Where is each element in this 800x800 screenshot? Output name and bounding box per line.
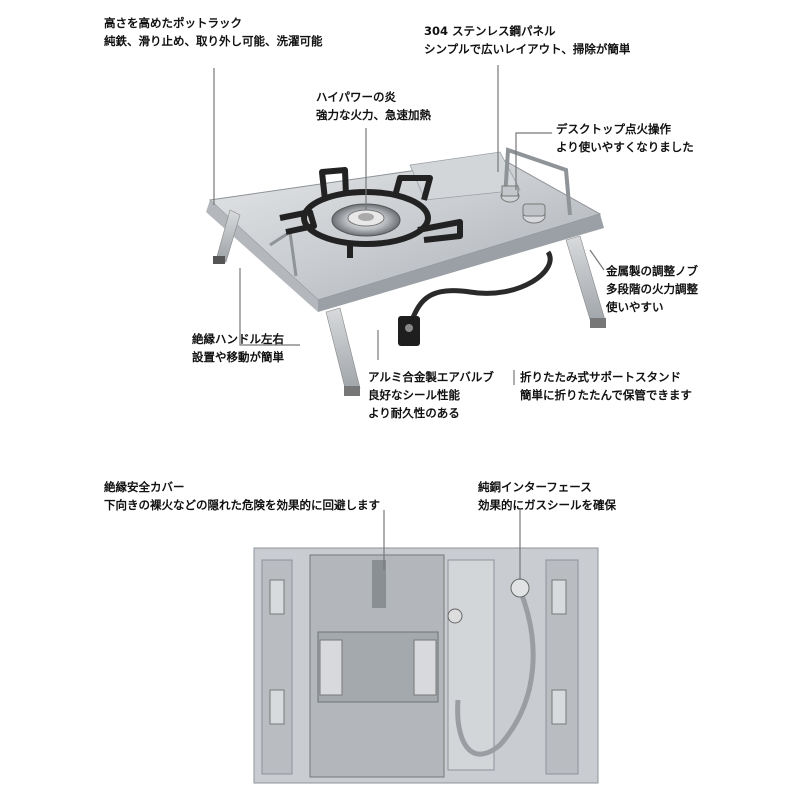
bottom-view — [253, 547, 599, 784]
stand-desc: 簡単に折りたたんで保管できます — [520, 388, 692, 402]
panel-desc: シンプルで広いレイアウト、掃除が簡単 — [424, 42, 631, 56]
pot-rack-callout: 高さを高めたポットラック 純鉄、滑り止め、取り外し可能、洗濯可能 — [104, 14, 323, 50]
valve-desc-2: より耐久性のある — [368, 406, 460, 420]
leader-lines — [213, 65, 605, 385]
panel-title: 304 ステンレス鋼パネル — [424, 24, 556, 38]
burner — [331, 203, 401, 237]
knob-title: 金属製の調整ノブ — [606, 264, 698, 278]
ignition-desc: より使いやすくなりました — [556, 140, 694, 154]
valve-title: アルミ合金製エアバルブ — [368, 370, 494, 384]
stand-callout: 折りたたみ式サポートスタンド 簡単に折りたたんで保管できます — [520, 368, 692, 404]
handle-callout: 絶縁ハンドル左右 設置や移動が簡単 — [192, 330, 284, 366]
interface-desc: 効果的にガスシールを確保 — [478, 498, 616, 512]
gas-hose — [398, 250, 553, 346]
valve-callout: アルミ合金製エアバルブ 良好なシール性能 より耐久性のある — [368, 368, 494, 422]
knob-desc-1: 多段階の火力調整 — [606, 282, 698, 296]
interface-callout: 純銅インターフェース 効果的にガスシールを確保 — [478, 478, 616, 514]
pot-rack-title: 高さを高めたポットラック — [104, 16, 242, 30]
cover-callout: 絶縁安全カバー 下向きの裸火などの隠れた危険を効果的に回避します — [104, 478, 380, 514]
flame-desc: 強力な火力、急速加熱 — [316, 108, 431, 122]
folding-legs — [213, 209, 606, 396]
panel-callout: 304 ステンレス鋼パネル シンプルで広いレイアウト、掃除が簡単 — [424, 22, 630, 58]
control-knob — [500, 185, 546, 224]
stand-title: 折りたたみ式サポートスタンド — [520, 370, 681, 384]
knob-desc-2: 使いやすい — [606, 300, 664, 314]
cover-title: 絶縁安全カバー — [104, 480, 185, 494]
interface-title: 純銅インターフェース — [478, 480, 592, 494]
ignition-callout: デスクトップ点火操作 より使いやすくなりました — [556, 120, 694, 156]
valve-desc-1: 良好なシール性能 — [368, 388, 460, 402]
flame-title: ハイパワーの炎 — [316, 90, 397, 104]
handle-desc: 設置や移動が簡単 — [192, 350, 284, 364]
ignition-title: デスクトップ点火操作 — [556, 122, 671, 136]
pot-rack-desc: 純鉄、滑り止め、取り外し可能、洗濯可能 — [104, 34, 323, 48]
flame-callout: ハイパワーの炎 強力な火力、急速加熱 — [316, 88, 431, 124]
cover-desc: 下向きの裸火などの隠れた危険を効果的に回避します — [104, 498, 380, 512]
handle-title: 絶縁ハンドル左右 — [192, 332, 284, 346]
knob-callout: 金属製の調整ノブ 多段階の火力調整 使いやすい — [606, 262, 698, 316]
